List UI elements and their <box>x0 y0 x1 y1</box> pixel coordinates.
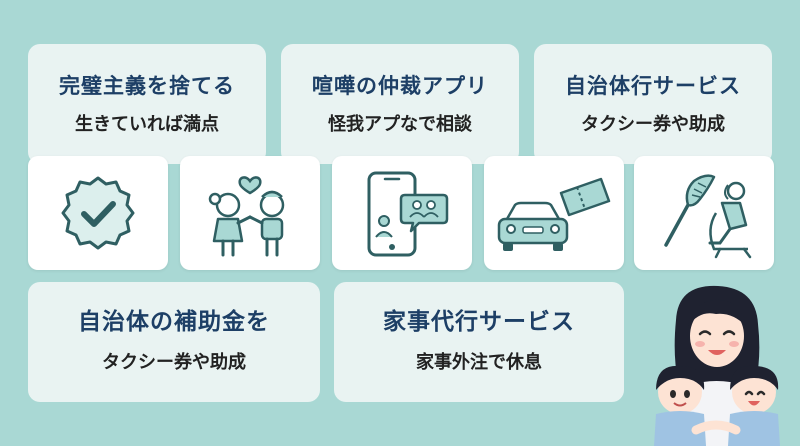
card-subtitle: 家事外注で休息 <box>416 352 542 373</box>
tile-taxi <box>484 156 624 270</box>
card-municipal-service: 自治体行サービス タクシー券や助成 <box>534 44 772 164</box>
card-housework: 家事代行サービス 家事外注で休息 <box>334 282 624 402</box>
card-perfectionism: 完璧主義を捨てる 生きていれば満点 <box>28 44 266 164</box>
card-title: 喧嘩の仲裁アプリ <box>312 74 488 98</box>
card-fight-app: 喧嘩の仲裁アプリ 怪我アプなで相談 <box>281 44 519 164</box>
card-subtitle: タクシー券や助成 <box>581 114 725 135</box>
tile-check <box>28 156 168 270</box>
taxi-ticket-icon <box>497 177 611 251</box>
tile-phone <box>332 156 472 270</box>
card-title: 自治体行サービス <box>565 74 741 98</box>
tile-relax <box>634 156 774 270</box>
tile-kids <box>180 156 320 270</box>
phone-chat-icon <box>367 171 449 257</box>
duster-relax-icon <box>664 174 752 259</box>
card-subtitle: 怪我アプなで相談 <box>328 114 472 135</box>
card-title: 完璧主義を捨てる <box>59 74 235 98</box>
check-badge-icon <box>61 176 135 250</box>
card-subtitle: 生きていれば満点 <box>75 114 219 135</box>
kids-heart-icon <box>208 176 285 257</box>
mother-twins-illustration <box>654 285 780 446</box>
card-subsidy: 自治体の補助金を タクシー券や助成 <box>28 282 320 402</box>
card-title: 家事代行サービス <box>383 309 575 335</box>
card-title: 自治体の補助金を <box>78 309 270 335</box>
card-subtitle: タクシー券や助成 <box>102 352 246 373</box>
